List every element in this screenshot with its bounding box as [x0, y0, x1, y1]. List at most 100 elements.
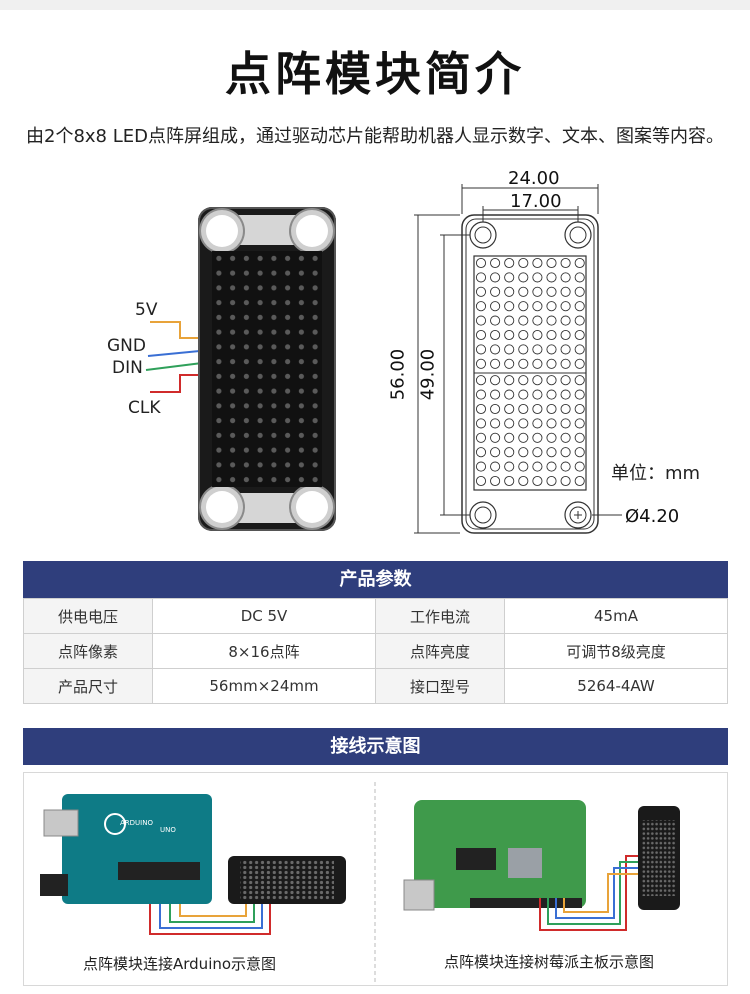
led-dot: [504, 403, 515, 415]
pi-wire-red: [539, 855, 638, 931]
board-outline: [461, 214, 599, 534]
pi-caption: 点阵模块连接树莓派主板示意图: [444, 953, 655, 971]
led-dot: [490, 329, 501, 341]
led-dot: [504, 358, 515, 369]
param-value: DC 5V: [152, 598, 376, 634]
param-value: 5264-4AW: [504, 668, 728, 704]
led-dot: [504, 475, 515, 487]
usb-port: [43, 809, 79, 837]
page-title: 点阵模块简介: [225, 47, 525, 101]
led-dot: [560, 461, 571, 472]
param-value: 8×16点阵: [152, 633, 376, 669]
led-dot: [546, 344, 557, 355]
led-dot: [532, 475, 543, 487]
led-dot: [560, 344, 571, 355]
led-dot: [546, 358, 557, 369]
led-dot: [532, 461, 543, 472]
led-dot: [504, 272, 515, 283]
params-table: 供电电压 DC 5V 工作电流 45mA 点阵像素 8×16点阵 点阵亮度 可调…: [23, 598, 728, 704]
led-dot: [475, 475, 487, 487]
wire-clk: [150, 374, 210, 393]
param-key: 工作电流: [375, 598, 505, 634]
param-key: 点阵像素: [23, 633, 153, 669]
arduino-logo-icon: [104, 813, 126, 835]
led-dot: [560, 432, 571, 443]
led-dot: [546, 418, 557, 429]
led-dot: [532, 257, 543, 269]
mount-hole: [296, 491, 328, 523]
pin-label-gnd: GND: [107, 336, 146, 356]
led-dot: [546, 257, 557, 269]
led-dot: [490, 315, 501, 326]
led-dot: [518, 286, 529, 297]
led-dot: [518, 315, 529, 326]
led-dot: [475, 286, 487, 297]
led-dot: [504, 301, 515, 312]
led-dot: [475, 257, 487, 269]
led-dot: [574, 286, 585, 297]
led-dot: [490, 272, 501, 283]
led-dot: [504, 344, 515, 355]
led-dot: [475, 461, 487, 472]
led-dot: [574, 375, 585, 386]
led-dot: [546, 301, 557, 312]
mini-dot-matrix: [642, 820, 676, 896]
led-dot: [574, 403, 585, 415]
led-dot: [532, 358, 543, 369]
led-dot: [560, 272, 571, 283]
power-jack: [40, 874, 68, 896]
led-dot: [560, 403, 571, 415]
led-dot: [475, 315, 487, 326]
led-dot: [560, 389, 571, 400]
led-dot: [490, 301, 501, 312]
led-dot: [574, 257, 585, 269]
led-dot: [574, 389, 585, 400]
led-dot: [560, 375, 571, 386]
table-row: 点阵像素 8×16点阵 点阵亮度 可调节8级亮度: [23, 633, 728, 669]
led-dot: [546, 461, 557, 472]
led-dot: [546, 403, 557, 415]
pi-wire-blue: [555, 867, 638, 919]
param-key: 产品尺寸: [23, 668, 153, 704]
top-strip: [0, 0, 750, 10]
led-dot: [504, 315, 515, 326]
param-value: 可调节8级亮度: [504, 633, 728, 669]
led-dot: [560, 257, 571, 269]
led-dot: [560, 301, 571, 312]
led-dot: [532, 301, 543, 312]
led-dot: [574, 301, 585, 312]
param-key: 接口型号: [375, 668, 505, 704]
led-dot: [504, 418, 515, 429]
table-row: 供电电压 DC 5V 工作电流 45mA: [23, 598, 728, 634]
led-dot: [490, 375, 501, 386]
led-dot: [504, 447, 515, 458]
led-dot: [490, 461, 501, 472]
led-dot: [560, 329, 571, 341]
led-dot-grid: [475, 257, 585, 487]
led-dot: [560, 475, 571, 487]
mount-hole: [296, 215, 328, 247]
led-dot: [504, 257, 515, 269]
led-dot: [546, 447, 557, 458]
led-dot: [518, 403, 529, 415]
led-dot: [546, 329, 557, 341]
mini-dot-matrix: [240, 860, 334, 900]
led-dot: [475, 447, 487, 458]
led-dot: [518, 432, 529, 443]
led-matrix-module-photo: [198, 207, 336, 531]
raspberry-pi-board: [414, 800, 586, 908]
led-dot: [475, 389, 487, 400]
dim-width-outer: 24.00: [508, 168, 560, 189]
led-dot: [490, 432, 501, 443]
led-dot: [546, 432, 557, 443]
led-dot: [504, 389, 515, 400]
led-dot: [490, 344, 501, 355]
led-dot: [518, 257, 529, 269]
led-dot: [560, 286, 571, 297]
led-dot: [546, 315, 557, 326]
pi-soc-chip: [508, 848, 542, 878]
led-dot: [518, 301, 529, 312]
intro-text: 由2个8x8 LED点阵屏组成，通过驱动芯片能帮助机器人显示数字、文本、图案等内…: [26, 126, 724, 147]
pin-label-5v: 5V: [135, 300, 158, 320]
